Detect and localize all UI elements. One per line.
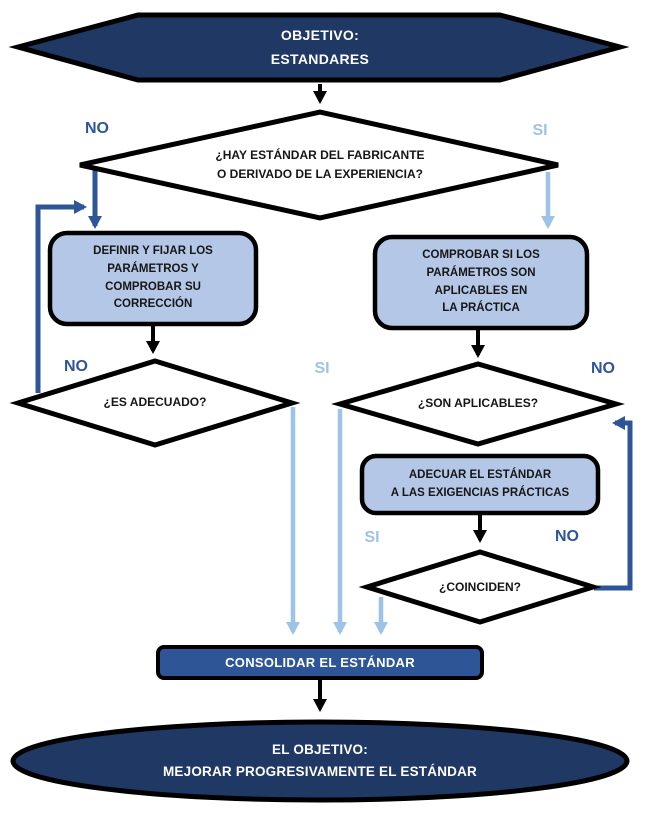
objective-line2: ESTANDARES	[270, 50, 370, 67]
edge-label-has-standard-no: NO	[85, 120, 109, 137]
define-params-line2: PARÁMETROS Y	[107, 262, 199, 275]
final-goal-line2: MEJORAR PROGRESIVAMENTE EL ESTÁNDAR	[162, 764, 478, 779]
check-params-line3: APLICABLES EN	[434, 284, 528, 297]
objective-line1: OBJETIVO:	[280, 26, 360, 43]
objective-hexagon	[8, 12, 630, 83]
final-goal-line1: EL OBJETIVO:	[272, 742, 368, 758]
define-params-text: DEFINIR Y FIJAR LOS PARÁMETROS Y COMPROB…	[50, 235, 256, 322]
has-standard-line2: O DERIVADO DE LA EXPERIENCIA?	[216, 167, 424, 181]
check-params-line1: COMPROBAR SI LOS	[422, 248, 540, 261]
edge-label-are-applicable-no: NO	[591, 360, 615, 377]
consolidate-standard-bar	[156, 645, 484, 680]
decision-is-adequate-diamond	[9, 358, 301, 448]
edge-label-si-converge: SI	[314, 360, 330, 377]
process-define-params-box	[47, 230, 259, 327]
final-goal-text: EL OBJETIVO: MEJORAR PROGRESIVAMENTE EL …	[63, 738, 577, 784]
check-params-line2: PARÁMETROS SON	[426, 266, 536, 279]
objective-text: OBJETIVO: ESTANDARES	[159, 21, 481, 74]
check-params-text: COMPROBAR SI LOS PARÁMETROS SON APLICABL…	[375, 239, 587, 326]
connector-adequate-no-loop	[35, 200, 87, 393]
process-adapt-standard-box	[359, 453, 601, 516]
adapt-standard-line1: ADECUAR EL ESTÁNDAR	[408, 468, 552, 481]
edge-label-do-match-si: SI	[364, 529, 380, 546]
is-adequate-text: ¿ES ADECUADO?	[103, 395, 207, 410]
process-check-params-box	[372, 234, 590, 331]
define-params-line3: COMPROBAR SU	[105, 280, 201, 293]
adapt-standard-text: ADECUAR EL ESTÁNDAR A LAS EXIGENCIAS PRÁ…	[362, 457, 598, 512]
adapt-standard-line2: A LAS EXIGENCIAS PRÁCTICAS	[390, 486, 570, 499]
edge-label-do-match-no: NO	[555, 528, 579, 545]
has-standard-line1: ¿HAY ESTÁNDAR DEL FABRICANTE	[215, 147, 425, 162]
decision-has-standard-diamond	[79, 109, 559, 221]
edge-label-is-adequate-no: NO	[64, 358, 88, 375]
decision-are-applicable-diamond	[331, 361, 625, 447]
check-params-line4: LA PRÁCTICA	[442, 302, 520, 315]
edge-label-has-standard-si: SI	[532, 122, 548, 139]
final-goal-ellipse	[10, 719, 630, 803]
decision-do-match-diamond	[358, 549, 602, 625]
do-match-text: ¿COINCIDEN?	[439, 580, 521, 595]
connector-match-no-loop	[594, 416, 633, 591]
define-params-line4: CORRECCIÓN	[113, 298, 193, 311]
define-params-line1: DEFINIR Y FIJAR LOS	[93, 244, 213, 257]
are-applicable-text: ¿SON APLICABLES?	[417, 396, 539, 411]
consolidate-standard-text: CONSOLIDAR EL ESTÁNDAR	[225, 654, 415, 670]
has-standard-text: ¿HAY ESTÁNDAR DEL FABRICANTE O DERIVADO …	[120, 141, 520, 189]
